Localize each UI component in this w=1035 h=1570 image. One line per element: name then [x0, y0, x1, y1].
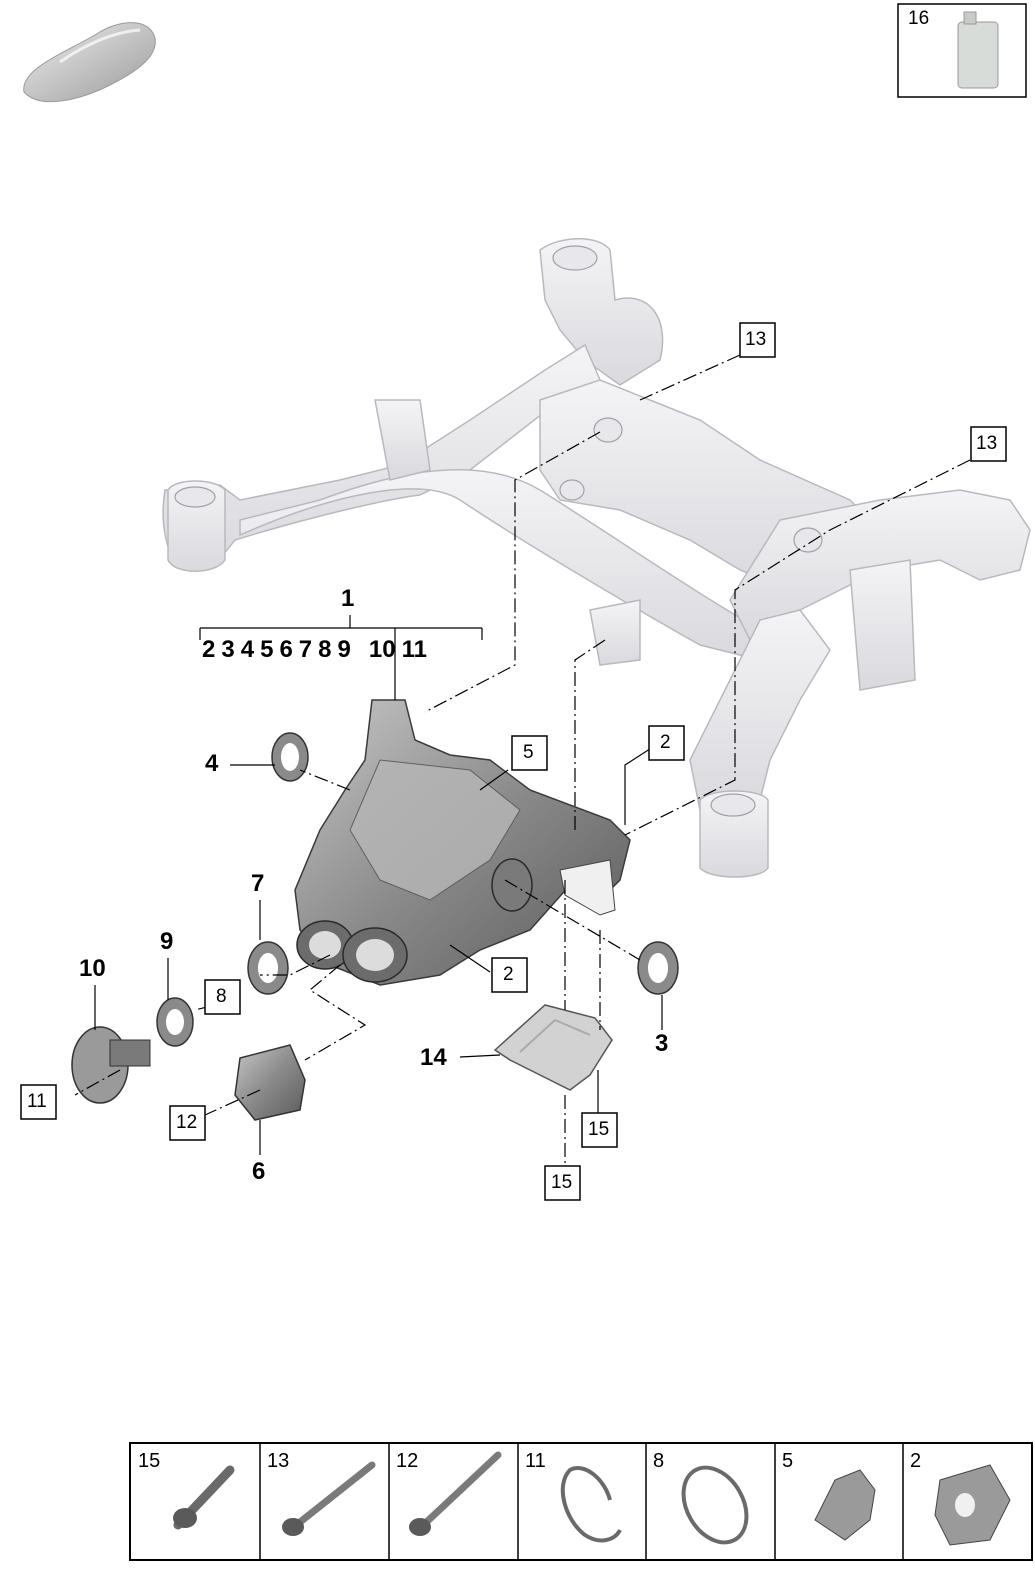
subpart-label: 10 — [368, 636, 396, 663]
legend-label: 2 — [910, 1450, 922, 1472]
subpart-label: 5 — [260, 636, 274, 663]
fluid-bottle-box — [897, 3, 1027, 98]
fluid-bottle-icon — [957, 11, 999, 89]
callout-box-8 — [204, 979, 241, 1015]
callout-13-top: 13 — [745, 329, 767, 350]
callout-box-2-top — [648, 725, 685, 761]
output-flange-10 — [71, 1026, 151, 1104]
callout-15-bottom: 15 — [551, 1172, 573, 1193]
heat-shield-14 — [493, 1004, 613, 1091]
callout-box-15-right — [581, 1112, 618, 1148]
subpart-label: 8 — [318, 636, 332, 663]
subpart-label: 7 — [298, 636, 313, 663]
rear-differential — [294, 699, 631, 986]
legend-label: 12 — [396, 1450, 419, 1472]
subpart-label: 6 — [279, 636, 293, 663]
seal-ring-7 — [247, 941, 289, 995]
callout-11: 11 — [27, 1091, 47, 1112]
bolt-long-icon — [409, 1451, 502, 1536]
callout-box-15-bottom — [544, 1165, 581, 1201]
label-4: 4 — [205, 750, 219, 777]
rubber-bushing-icon — [814, 1469, 876, 1541]
label-7: 7 — [251, 870, 265, 897]
assembly-subparts: 2 3 4 5 6 7 8 9 10 11 — [202, 636, 427, 664]
callout-15-right: 15 — [588, 1119, 610, 1140]
legend-label: 11 — [525, 1450, 546, 1472]
hardware-legend — [129, 1442, 1033, 1561]
callout-box-11 — [20, 1084, 57, 1120]
label-9: 9 — [160, 928, 174, 955]
callout-2-bottom: 2 — [503, 964, 514, 985]
subpart-label: 9 — [337, 636, 351, 663]
bolt-long-icon — [282, 1461, 376, 1536]
car-silhouette-icon — [23, 22, 156, 103]
bolt-short-icon — [173, 1465, 235, 1530]
subpart-label: 2 — [202, 636, 216, 663]
callout-5: 5 — [523, 742, 534, 763]
callout-box-13-right — [970, 426, 1007, 462]
callout-box-2-bottom — [491, 957, 528, 993]
callout-box-5 — [511, 735, 548, 771]
subpart-label: 11 — [401, 636, 427, 663]
callout-13-right: 13 — [976, 433, 998, 454]
callout-lines — [94, 615, 663, 1155]
callout-12: 12 — [176, 1112, 198, 1133]
label-14: 14 — [420, 1044, 447, 1071]
subpart-label: 4 — [240, 636, 255, 663]
seal-ring-3 — [637, 941, 679, 995]
subpart-label: 3 — [221, 636, 235, 663]
legend-label: 13 — [267, 1450, 290, 1472]
legend-label: 8 — [653, 1450, 665, 1472]
callout-8: 8 — [216, 986, 227, 1007]
subframe-mount-holes — [174, 245, 823, 817]
o-ring-icon — [681, 1465, 749, 1545]
label-3: 3 — [655, 1030, 669, 1057]
mount-bushing-icon — [934, 1464, 1011, 1546]
fluid-bottle-label: 16 — [908, 8, 930, 29]
label-10: 10 — [79, 955, 106, 982]
mount-bushing-6 — [234, 1044, 306, 1121]
callout-box-12 — [169, 1105, 206, 1141]
assembly-label: 1 — [341, 585, 355, 612]
legend-label: 5 — [782, 1450, 794, 1472]
washer-9 — [156, 997, 194, 1047]
label-6: 6 — [252, 1158, 266, 1185]
seal-ring-4 — [271, 732, 309, 782]
callout-2-top: 2 — [660, 732, 671, 753]
circlip-icon — [560, 1466, 622, 1543]
callout-box-13-top — [739, 322, 776, 358]
legend-label: 15 — [138, 1450, 161, 1472]
